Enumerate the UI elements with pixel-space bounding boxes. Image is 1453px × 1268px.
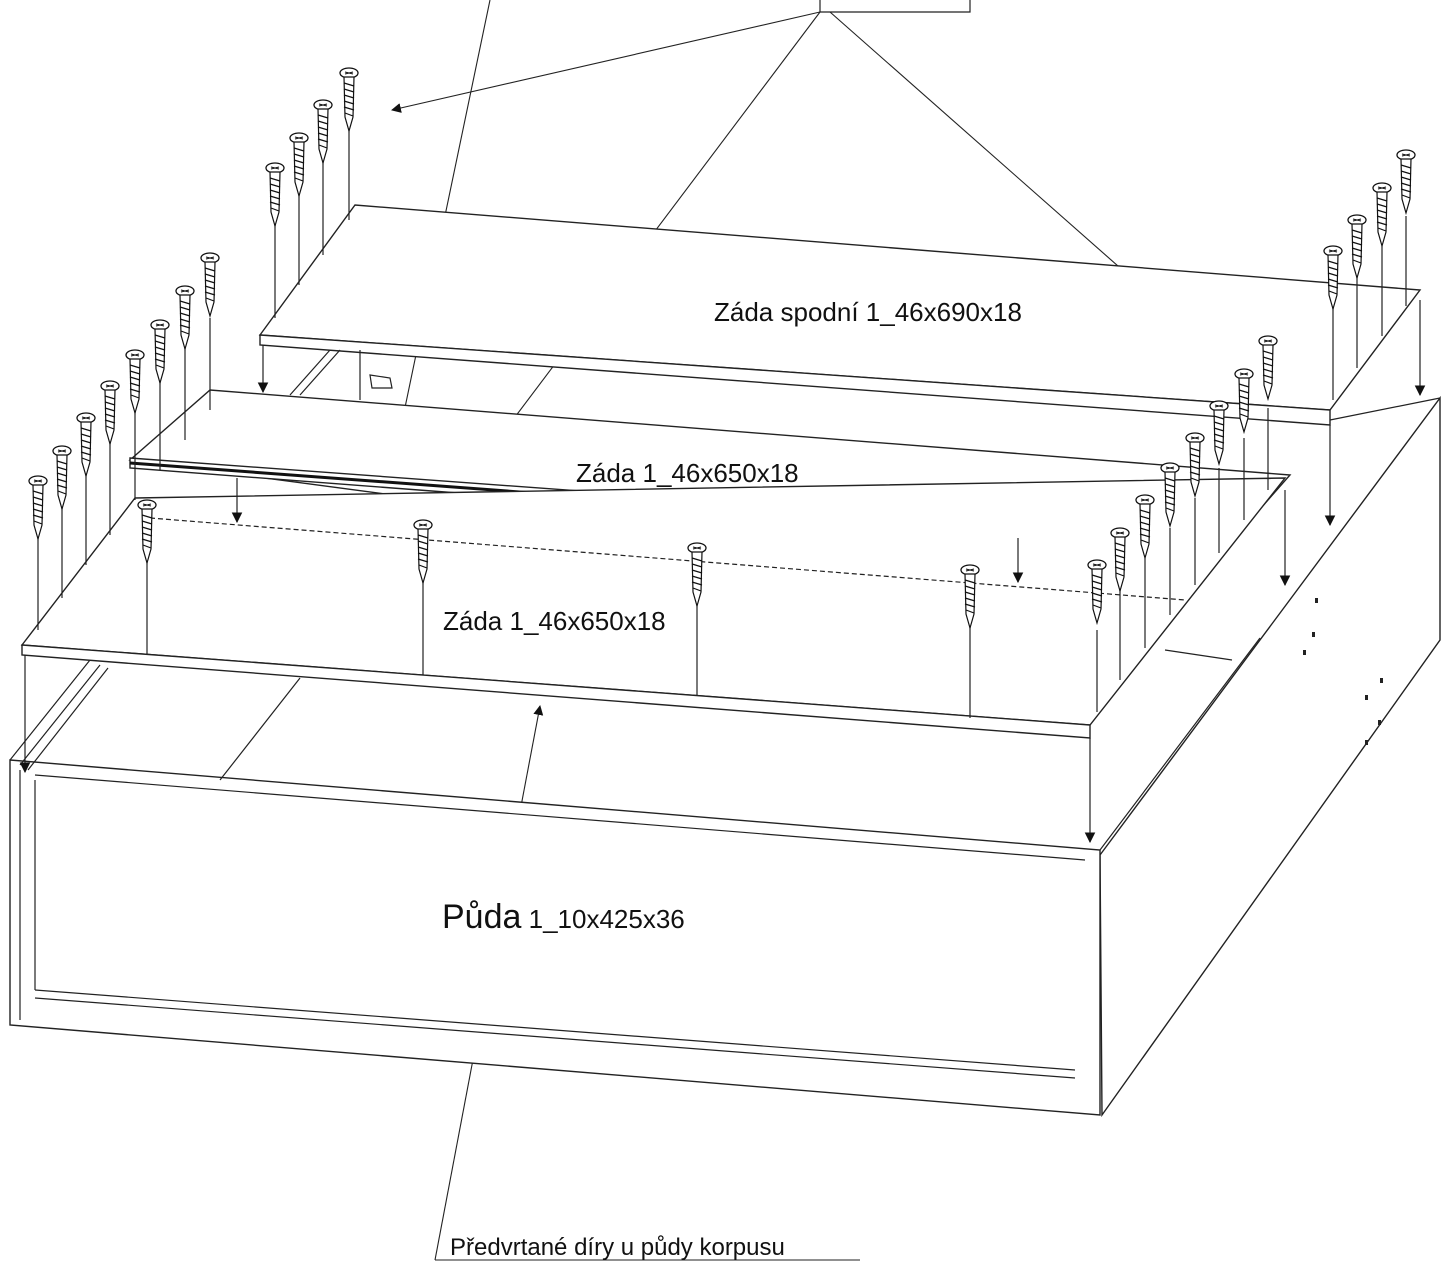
screw-icon: [52, 445, 72, 510]
label-puda-word: Půda: [442, 898, 521, 936]
screw-icon: [28, 475, 48, 540]
guide-lines: [37, 130, 1407, 718]
label-zada-lower: Záda 1_46x650x18: [443, 606, 666, 636]
label-puda-dims: 1_10x425x36: [521, 904, 684, 934]
label-puda: Půda 1_10x425x36: [442, 898, 685, 936]
side-holes: [1303, 598, 1383, 745]
screw-icon: [200, 252, 220, 317]
screw-icon: [150, 319, 170, 384]
screw-icon: [265, 162, 285, 227]
screw-icon: [339, 67, 359, 132]
panel-zada-lower: [20, 477, 1287, 739]
screw-icon: [289, 132, 309, 197]
label-zada-upper: Záda 1_46x650x18: [576, 458, 799, 488]
screw-icon: [1372, 182, 1392, 247]
screw-icon: [76, 412, 96, 477]
screw-icon: [100, 380, 120, 445]
label-predvrtane: Předvrtané díry u půdy korpusu: [450, 1234, 785, 1261]
screw-icon: [313, 99, 333, 164]
screw-icon: [1396, 149, 1416, 214]
labels: Záda spodní 1_46x690x18 Záda 1_46x650x18…: [442, 297, 1022, 1261]
screw-icon: [175, 285, 195, 350]
carcass: [9, 395, 1441, 1118]
label-zada-spodni: Záda spodní 1_46x690x18: [714, 297, 1022, 327]
screw-icon: [125, 349, 145, 414]
assembly-arrows: [19, 300, 1426, 844]
top-label-box: [819, 0, 971, 13]
screw-icon: [1347, 214, 1367, 279]
